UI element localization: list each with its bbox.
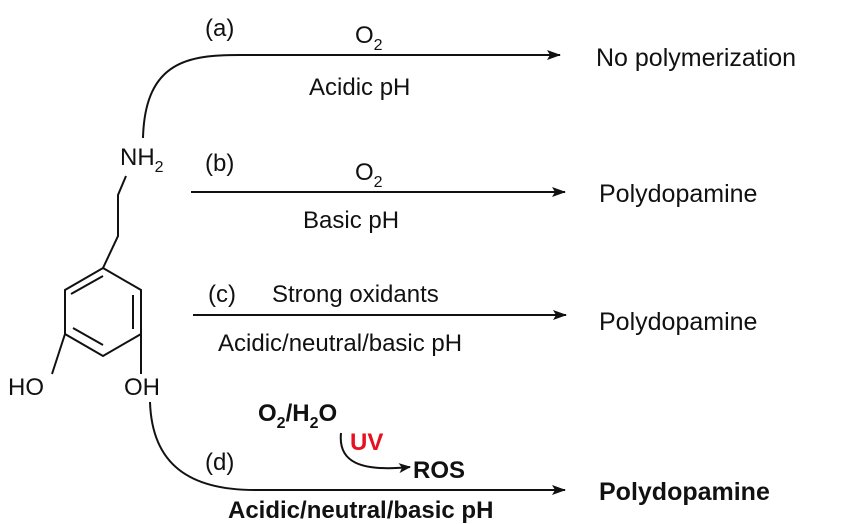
- route-b-reagent: O2: [355, 159, 383, 191]
- route-d-product: Polydopamine: [599, 478, 770, 506]
- route-a-reagent: O2: [355, 22, 383, 54]
- route-d-condition: Acidic/neutral/basic pH: [228, 497, 493, 524]
- ring-double-bond: [70, 275, 104, 295]
- amine-label: NH2: [120, 144, 164, 176]
- hydroxyl-label-right: OH: [124, 374, 160, 401]
- route-d-reagent: O2/H2O: [258, 400, 337, 432]
- hydroxyl-label-left: HO: [8, 374, 44, 401]
- route-c: (c) Strong oxidants Acidic/neutral/basic…: [193, 281, 757, 357]
- route-b-letter: (b): [205, 150, 234, 177]
- uv-label: UV: [350, 429, 383, 456]
- route-a-product: No polymerization: [596, 44, 796, 72]
- route-d: (d) O2/H2O UV ROS Acidic/neutral/basic p…: [149, 400, 770, 524]
- ros-label: ROS: [413, 457, 465, 484]
- route-d-letter: (d): [205, 449, 234, 476]
- benzene-ring: [64, 266, 142, 358]
- route-b-condition: Basic pH: [303, 207, 399, 234]
- dopamine-structure: [51, 175, 142, 375]
- route-c-reagent: Strong oxidants: [272, 281, 439, 308]
- ring-double-bond: [72, 327, 104, 346]
- route-c-product: Polydopamine: [599, 308, 757, 336]
- route-c-letter: (c): [208, 281, 236, 308]
- route-b: (b) O2 Basic pH Polydopamine: [191, 150, 757, 234]
- hydroxyl-bond: [51, 333, 66, 375]
- route-a-condition: Acidic pH: [309, 74, 410, 101]
- route-c-condition: Acidic/neutral/basic pH: [218, 330, 462, 357]
- route-a: (a) O2 Acidic pH No polymerization: [142, 15, 796, 139]
- route-d-arrow: [149, 401, 566, 495]
- route-a-letter: (a): [205, 15, 234, 42]
- route-a-arrow: [142, 50, 561, 139]
- ros-generation-arrow: [339, 432, 411, 474]
- route-b-product: Polydopamine: [599, 180, 757, 208]
- ethyl-chain: [102, 175, 127, 269]
